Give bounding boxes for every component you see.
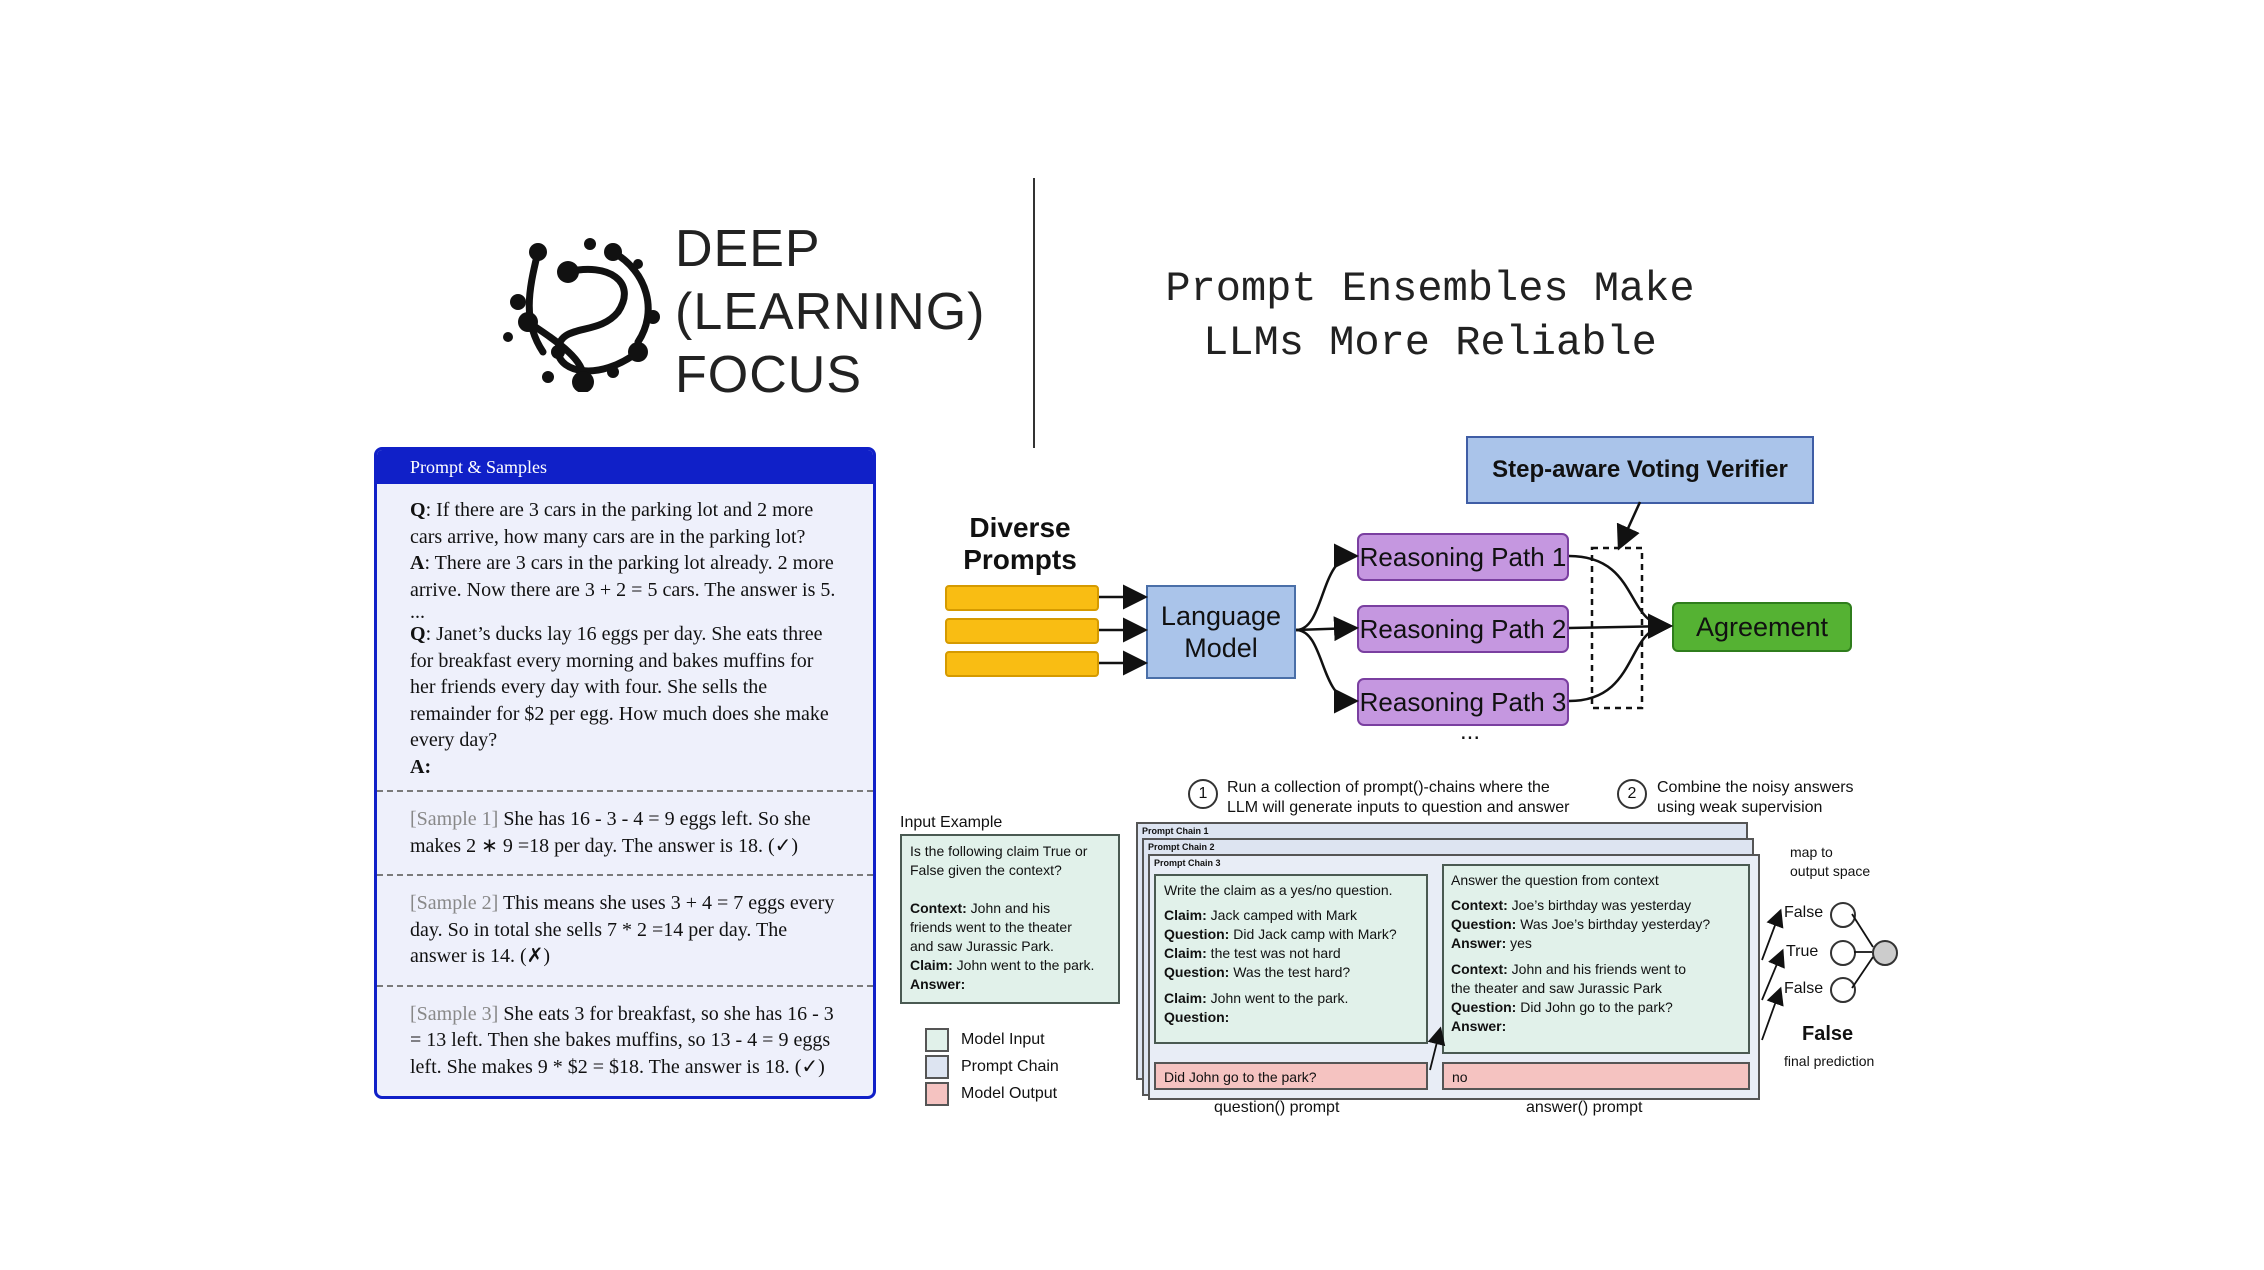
- sample-2: [Sample 2] This means she uses 3 + 4 = 7…: [377, 874, 873, 985]
- prompt-q1: Q: If there are 3 cars in the parking lo…: [410, 499, 814, 548]
- prompt-bar-3: [945, 651, 1099, 677]
- headline-line-2: LLMs More Reliable: [1203, 319, 1657, 367]
- prompt-q2: Q: Janet’s ducks lay 16 eggs per day. Sh…: [410, 623, 829, 751]
- diverse-prompts-label: Diverse Prompts: [963, 512, 1077, 575]
- vote-2: True: [1786, 943, 1819, 960]
- prompt-a2: A:: [410, 755, 432, 778]
- headline-line-1: Prompt Ensembles Make: [1165, 265, 1695, 313]
- input-example-title: Input Example: [900, 814, 1003, 831]
- brand-line-2: (LEARNING): [675, 283, 986, 341]
- legend-model-input: Model Input: [925, 1026, 1059, 1053]
- question-prompt-caption: question() prompt: [1214, 1099, 1340, 1116]
- sample-3: [Sample 3] She eats 3 for breakfast, so …: [377, 984, 873, 1096]
- agreement-box: Agreement: [1672, 602, 1852, 652]
- legend-swatch-output: [925, 1081, 949, 1106]
- few-shot-prompt: Q: If there are 3 cars in the parking lo…: [377, 484, 873, 790]
- input-example-box: Is the following claim True or False giv…: [900, 834, 1120, 1004]
- legend-swatch-input: [925, 1027, 949, 1052]
- answer-output-box: no: [1442, 1062, 1750, 1090]
- prompt-bar-2: [945, 618, 1099, 644]
- reasoning-path-3: Reasoning Path 3: [1357, 678, 1569, 726]
- deep-learning-focus-logo-icon: [498, 232, 668, 397]
- prompt-a1: A: There are 3 cars in the parking lot a…: [410, 552, 836, 601]
- vote-3: False: [1784, 980, 1824, 997]
- vote-1: False: [1784, 904, 1824, 921]
- answer-prompt-box: Answer the question from context Context…: [1442, 864, 1750, 1054]
- prompt-bar-1: [945, 585, 1099, 611]
- sample-1: [Sample 1] She has 16 - 3 - 4 = 9 eggs l…: [377, 790, 873, 874]
- prompt-ellipsis: ...: [410, 601, 425, 623]
- aggregate-node: [1872, 940, 1898, 966]
- brand-line-3: FOCUS: [675, 346, 862, 404]
- legend-prompt-chain: Prompt Chain: [925, 1053, 1059, 1080]
- answer-prompt-caption: answer() prompt: [1526, 1099, 1643, 1116]
- legend-model-output: Model Output: [925, 1080, 1059, 1107]
- question-output-box: Did John go to the park?: [1154, 1062, 1428, 1090]
- final-prediction-caption: final prediction: [1784, 1053, 1875, 1069]
- brand-line-1: DEEP: [675, 220, 821, 278]
- question-prompt-box: Write the claim as a yes/no question. Cl…: [1154, 874, 1428, 1044]
- vote-node-3: [1830, 977, 1856, 1003]
- legend: Model Input Prompt Chain Model Output: [925, 1026, 1059, 1107]
- header-divider: [1033, 178, 1035, 448]
- step-1-text: Run a collection of prompt()-chains wher…: [1227, 779, 1570, 816]
- prompt-samples-panel: Prompt & Samples Q: If there are 3 cars …: [374, 447, 876, 1099]
- final-prediction-value: False: [1802, 1023, 1854, 1045]
- step-1-number: 1: [1188, 779, 1218, 809]
- reasoning-path-1: Reasoning Path 1: [1357, 533, 1569, 581]
- step-2-number: 2: [1617, 779, 1647, 809]
- reasoning-path-2: Reasoning Path 2: [1357, 605, 1569, 653]
- paths-ellipsis: ...: [1460, 718, 1481, 745]
- legend-swatch-chain: [925, 1054, 949, 1079]
- panel-title: Prompt & Samples: [377, 450, 873, 484]
- brand-wordmark: DEEP (LEARNING) FOCUS: [675, 218, 985, 407]
- headline: Prompt Ensembles Make LLMs More Reliable: [1090, 262, 1770, 370]
- vote-node-2: [1830, 940, 1856, 966]
